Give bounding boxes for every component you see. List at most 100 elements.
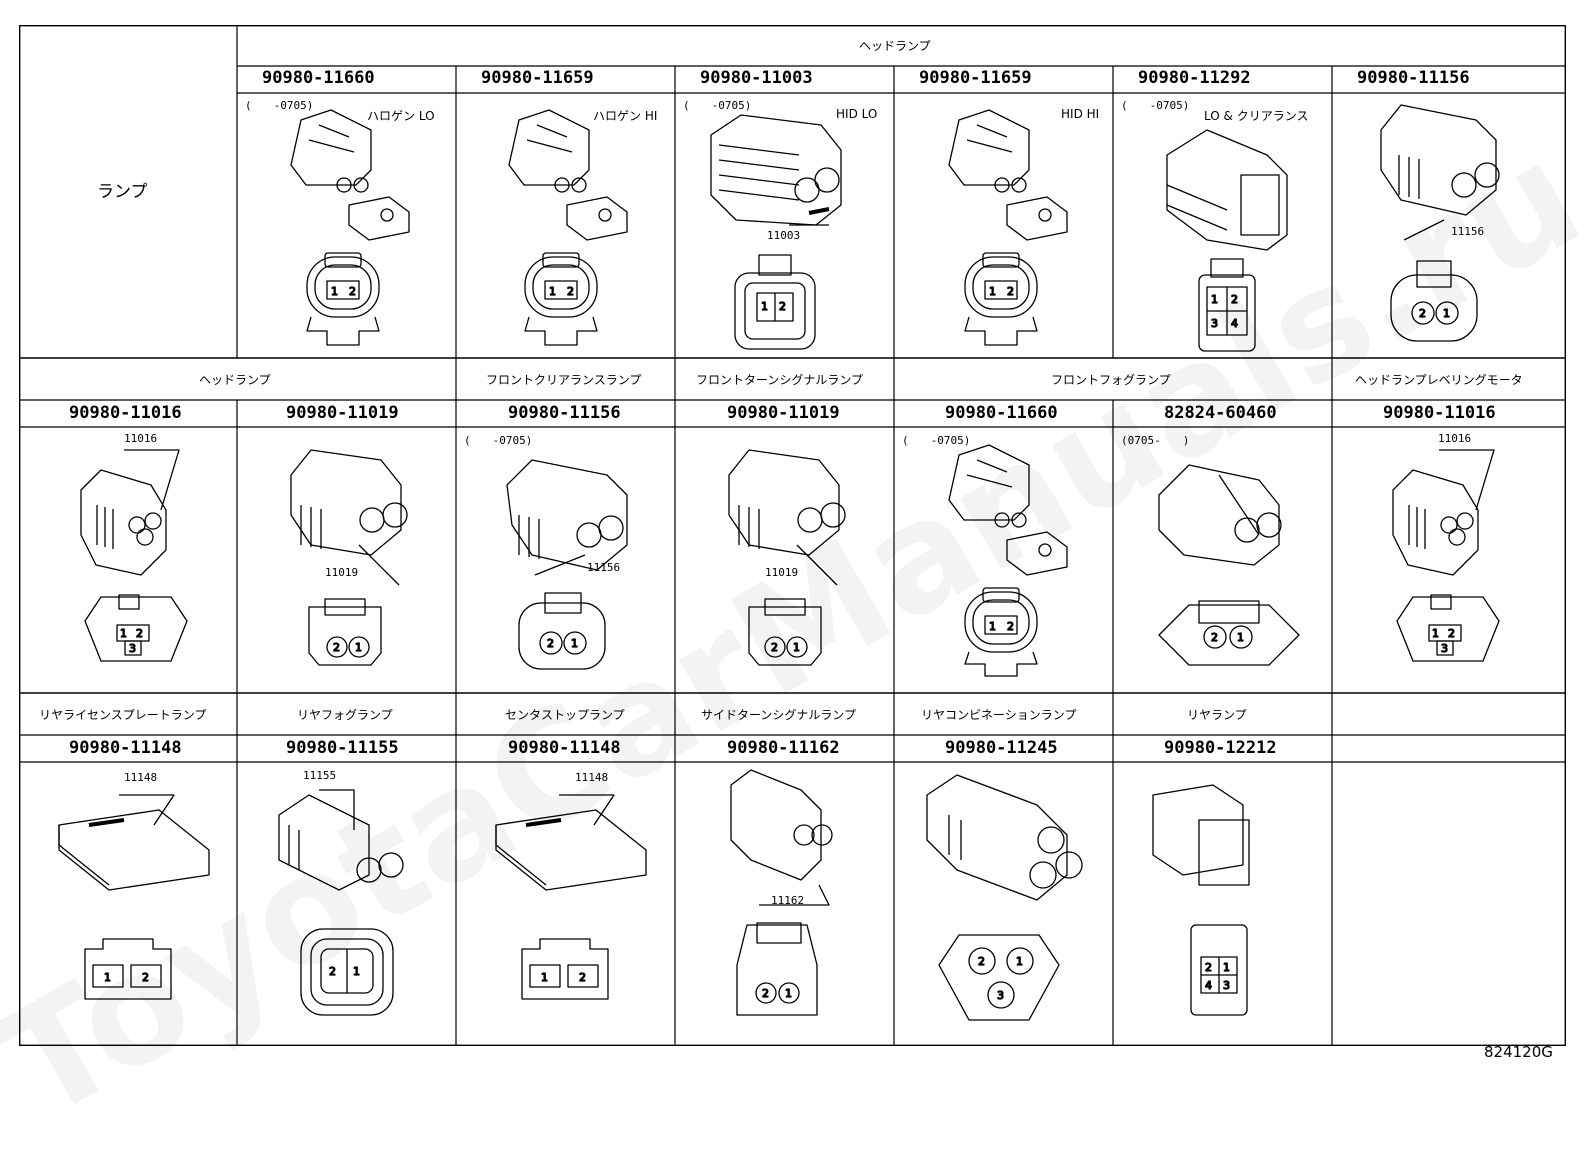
connector-halogen-lo-drawing	[290, 109, 410, 346]
connector-tag: 11156	[1451, 225, 1485, 238]
pin-label: 2	[978, 955, 985, 968]
pin-label: 1	[1443, 307, 1450, 320]
group-header-rear-lamp: リヤランプ	[1187, 708, 1247, 722]
group-header-license-plate: リヤライセンスプレートランプ	[39, 708, 207, 722]
pin-label: 3	[997, 989, 1004, 1002]
pin-label: 1	[120, 627, 127, 640]
connector-halogen-hi-drawing	[508, 109, 628, 346]
connector-rear-combination-drawing	[926, 774, 1083, 1021]
date-range: (0705- )	[1121, 434, 1190, 447]
connector-front-turn-drawing	[728, 449, 846, 666]
pin-label: 1	[541, 971, 548, 984]
connector-hid-lo-drawing	[710, 114, 842, 350]
pin-label: 1	[104, 971, 111, 984]
document-code: 824120G	[1484, 1043, 1553, 1061]
group-header-headlamp: ヘッドランプ	[199, 373, 271, 387]
pin-label: 1	[331, 285, 338, 298]
connector-tag: 11162	[771, 894, 805, 907]
connector-11019-drawing	[290, 449, 408, 666]
connector-tag: 11019	[325, 566, 359, 579]
date-range: ( -0705)	[464, 434, 533, 447]
part-number: 90980-11292	[1138, 68, 1251, 88]
connector-lo-clearance-drawing	[1166, 129, 1288, 352]
connector-leveling-motor-drawing	[1392, 449, 1500, 662]
part-number: 90980-11660	[945, 403, 1058, 423]
group-header-front-fog: フロントフォグランプ	[1051, 373, 1171, 387]
connector-label: LO & クリアランス	[1204, 109, 1309, 123]
date-range: ( -0705)	[245, 99, 314, 112]
pin-label: 2	[567, 285, 574, 298]
group-header-center-stop: センタストップランプ	[505, 708, 625, 722]
part-number: 90980-11148	[69, 738, 182, 758]
connector-tag: 11148	[124, 771, 158, 784]
part-number: 90980-11162	[727, 738, 840, 758]
part-number: 90980-11660	[262, 68, 375, 88]
pin-label: 2	[142, 971, 149, 984]
grid-lines	[19, 25, 1566, 1046]
group-header-front-clearance: フロントクリアランスランプ	[486, 373, 642, 387]
pin-label: 1	[353, 965, 360, 978]
part-number: 90980-11156	[1357, 68, 1470, 88]
date-range: ( -0705)	[1121, 99, 1190, 112]
part-number: 90980-11019	[286, 403, 399, 423]
pin-label: 2	[771, 641, 778, 654]
connector-license-plate-drawing	[58, 794, 210, 1000]
pin-label: 4	[1205, 979, 1212, 992]
group-header-leveling-motor: ヘッドランプレベリングモータ	[1355, 373, 1523, 387]
connector-label: ハロゲン HI	[593, 109, 658, 123]
connector-tag: 11019	[765, 566, 799, 579]
pin-label: 2	[136, 627, 143, 640]
connector-side-turn-drawing	[730, 769, 833, 1016]
pin-label: 2	[779, 300, 786, 313]
group-header-headlamp: ヘッドランプ	[859, 39, 931, 53]
pin-label: 2	[579, 971, 586, 984]
connector-rear-fog-drawing	[278, 789, 404, 1016]
pin-label: 1	[793, 641, 800, 654]
connector-front-clearance-drawing	[506, 459, 628, 670]
pin-label: 1	[785, 987, 792, 1000]
pin-label: 3	[1223, 979, 1230, 992]
pin-label: 2	[1231, 293, 1238, 306]
pin-label: 1	[355, 641, 362, 654]
connector-table: ランプ ヘッドランプ 90980-11660 90980-11659 90980…	[19, 25, 1566, 1046]
part-number: 90980-11659	[919, 68, 1032, 88]
pin-label: 1	[1223, 961, 1230, 974]
connector-tag: 11148	[575, 771, 609, 784]
connector-tag: 11016	[1438, 432, 1472, 445]
group-header-rear-fog: リヤフォグランプ	[297, 708, 393, 722]
part-number: 90980-11155	[286, 738, 399, 758]
connector-tag: 11016	[124, 432, 158, 445]
date-range: ( -0705)	[902, 434, 971, 447]
pin-label: 1	[549, 285, 556, 298]
pin-label: 2	[333, 641, 340, 654]
pin-label: 3	[1441, 642, 1448, 655]
pin-label: 2	[762, 987, 769, 1000]
connector-front-fog-drawing	[948, 444, 1068, 677]
connector-82824-60460-drawing	[1158, 464, 1300, 666]
pin-label: 2	[1205, 961, 1212, 974]
connector-11016-drawing	[80, 449, 188, 662]
group-header-front-turn-signal: フロントターンシグナルランプ	[696, 373, 864, 387]
connector-tag: 11156	[587, 561, 621, 574]
pin-label: 1	[761, 300, 768, 313]
pin-label: 2	[1007, 620, 1014, 633]
part-number: 90980-11016	[1383, 403, 1496, 423]
pin-label: 2	[329, 965, 336, 978]
part-number: 90980-11019	[727, 403, 840, 423]
connector-label: HID LO	[836, 107, 878, 121]
connector-center-stop-drawing	[495, 794, 647, 1000]
connector-tag: 11003	[767, 229, 801, 242]
part-number: 90980-11659	[481, 68, 594, 88]
part-number: 90980-12212	[1164, 738, 1277, 758]
part-number: 90980-11156	[508, 403, 621, 423]
pin-label: 1	[1016, 955, 1023, 968]
row-title: ランプ	[97, 182, 148, 202]
connector-label: HID HI	[1061, 107, 1100, 121]
part-number: 90980-11003	[700, 68, 813, 88]
pin-label: 1	[1237, 631, 1244, 644]
pin-label: 1	[1211, 293, 1218, 306]
pin-label: 2	[547, 637, 554, 650]
connector-rear-lamp-drawing	[1152, 784, 1250, 1016]
pin-label: 1	[1432, 627, 1439, 640]
pin-label: 2	[1007, 285, 1014, 298]
